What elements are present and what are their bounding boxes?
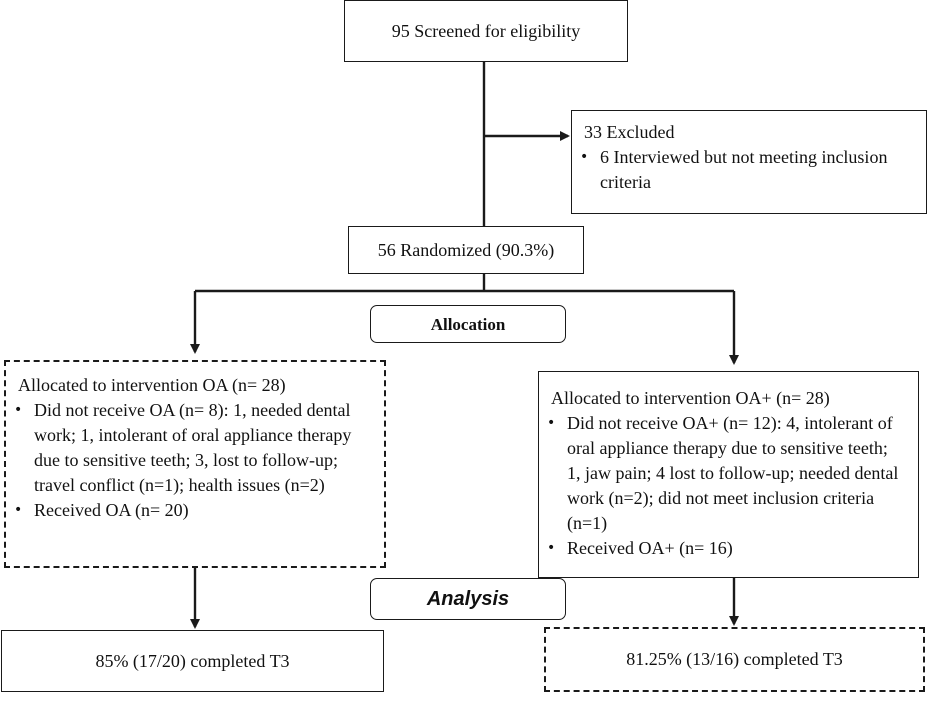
completed-oaplus-box: 81.25% (13/16) completed T3 [544, 627, 925, 692]
arm-oaplus-item: Received OA+ (n= 16) [539, 536, 904, 561]
completed-oa-box: 85% (17/20) completed T3 [1, 630, 384, 692]
arm-oa-item: Did not receive OA (n= 8): 1, needed den… [6, 398, 362, 498]
arm-oa-title: Allocated to intervention OA (n= 28) [18, 375, 286, 395]
arm-oaplus-list: Did not receive OA+ (n= 12): 4, intolera… [539, 411, 918, 561]
analysis-label-box: Analysis [370, 578, 566, 620]
arm-oaplus-box: Allocated to intervention OA+ (n= 28) Di… [538, 371, 919, 578]
screened-text: 95 Screened for eligibility [391, 20, 581, 41]
arm-oa-item: Received OA (n= 20) [6, 498, 362, 523]
excluded-title: 33 Excluded [584, 122, 675, 142]
allocation-label: Allocation [430, 314, 506, 334]
arm-oa-list: Did not receive OA (n= 8): 1, needed den… [6, 398, 384, 523]
arm-oa-box: Allocated to intervention OA (n= 28) Did… [4, 360, 386, 568]
completed-oaplus-text: 81.25% (13/16) completed T3 [626, 649, 843, 669]
excluded-box: 33 Excluded 6 Interviewed but not meetin… [571, 110, 927, 214]
arm-oaplus-title: Allocated to intervention OA+ (n= 28) [551, 388, 830, 408]
screened-box: 95 Screened for eligibility [344, 0, 628, 62]
randomized-box: 56 Randomized (90.3%) [348, 226, 584, 274]
excluded-item: 6 Interviewed but not meeting inclusion … [572, 145, 926, 195]
arm-oaplus-item: Did not receive OA+ (n= 12): 4, intolera… [539, 411, 904, 536]
completed-oa-text: 85% (17/20) completed T3 [95, 650, 290, 671]
analysis-label: Analysis [426, 587, 510, 610]
excluded-list: 6 Interviewed but not meeting inclusion … [572, 145, 926, 195]
randomized-text: 56 Randomized (90.3%) [377, 239, 555, 260]
allocation-label-box: Allocation [370, 305, 566, 343]
